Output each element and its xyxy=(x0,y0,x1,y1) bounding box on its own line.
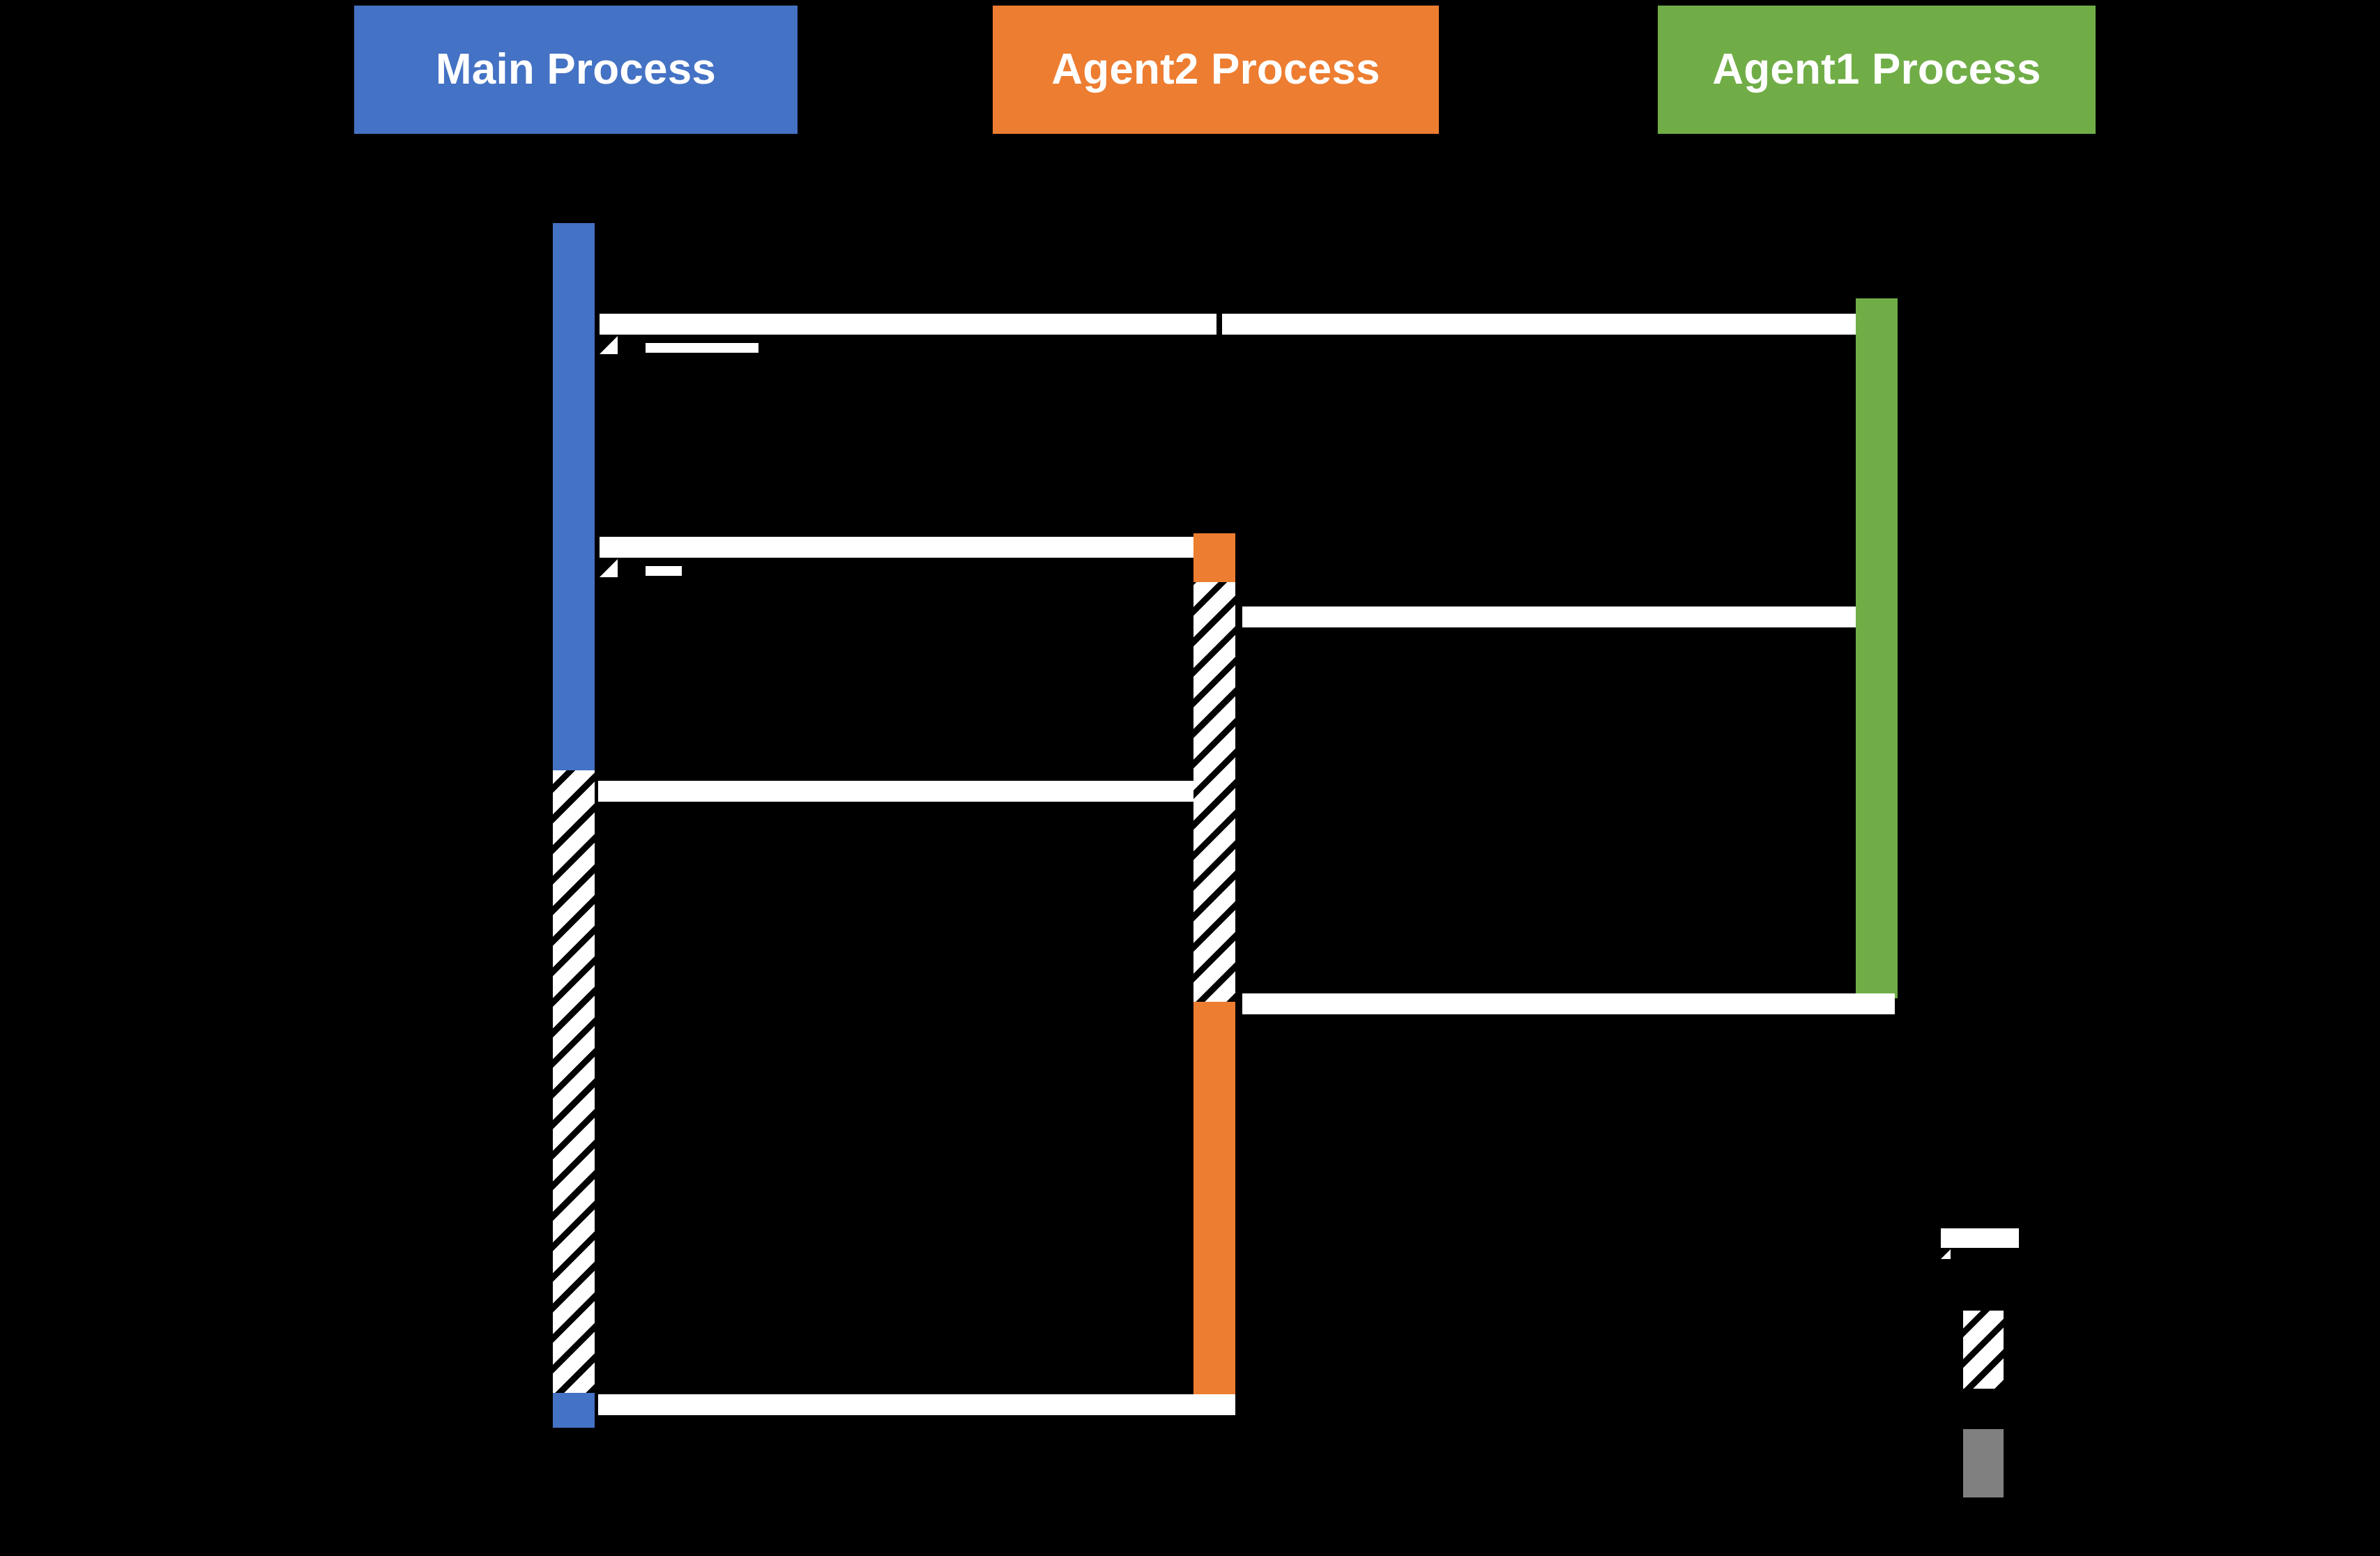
activation-agent1-active xyxy=(1856,298,1898,998)
participant-label-agent1-process: Agent1 Process xyxy=(1712,45,2041,93)
message-arrow-agent2-to-main-return[interactable] xyxy=(598,1394,1235,1415)
message-return-tick xyxy=(646,343,758,353)
message-arrow-main-to-agent2-second[interactable] xyxy=(598,781,1193,802)
message-arrowhead-icon xyxy=(600,336,618,354)
legend-swatch-blocked-waiting xyxy=(1963,1311,2004,1389)
message-arrow-gap xyxy=(1216,314,1222,335)
participant-header-agent1-process[interactable]: Agent1 Process xyxy=(1658,6,2096,134)
activation-main-blocked-waiting xyxy=(553,770,595,1393)
legend-arrowhead-icon xyxy=(1941,1249,1951,1259)
participant-header-agent2-process[interactable]: Agent2 Process xyxy=(993,6,1439,134)
legend-swatch-inactive xyxy=(1963,1429,2004,1497)
message-arrow-agent2-to-agent1[interactable] xyxy=(1242,607,1856,627)
activation-agent2-active-final xyxy=(1193,1002,1235,1408)
activation-main-active-final xyxy=(553,1393,595,1428)
activation-agent2-blocked-waiting xyxy=(1193,582,1235,1002)
activation-main-active-initial xyxy=(553,223,595,770)
message-arrow-agent1-to-agent2-return[interactable] xyxy=(1242,993,1895,1014)
participant-header-main-process[interactable]: Main Process xyxy=(354,6,798,134)
activation-agent2-active-initial xyxy=(1193,533,1235,582)
message-arrow-main-to-agent1[interactable] xyxy=(600,314,1856,335)
legend xyxy=(1938,1220,2147,1513)
message-return-tick xyxy=(646,566,682,576)
participant-label-agent2-process: Agent2 Process xyxy=(1051,45,1380,93)
message-arrowhead-icon xyxy=(600,559,618,577)
message-arrow-main-to-agent2[interactable] xyxy=(600,537,1193,558)
participant-label-main-process: Main Process xyxy=(435,45,717,93)
legend-swatch-message-arrow xyxy=(1941,1228,2019,1248)
